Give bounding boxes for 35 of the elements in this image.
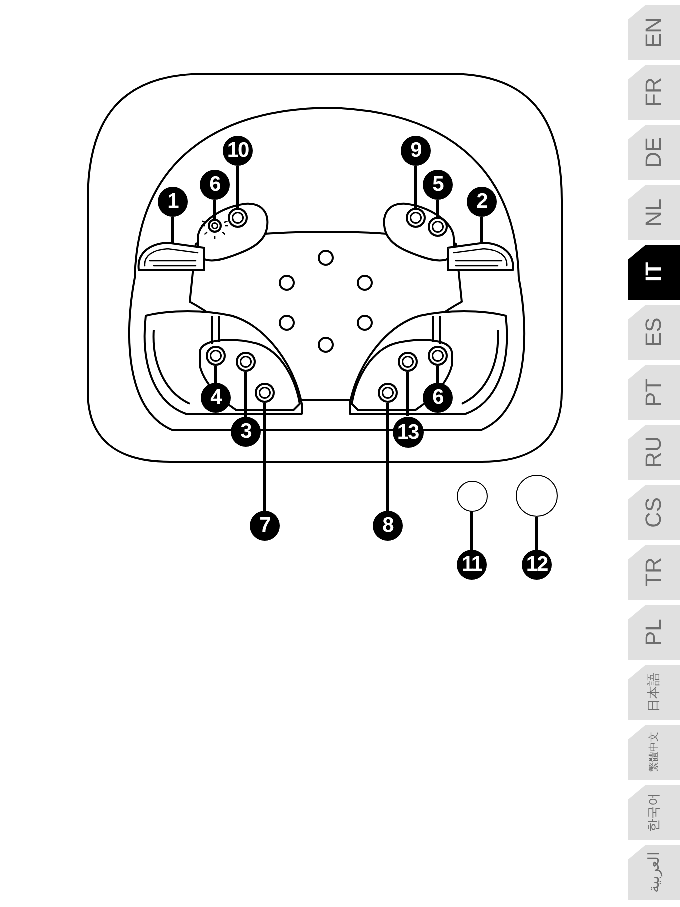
selected-language-tab: IT <box>628 245 680 300</box>
leader-line <box>172 217 174 244</box>
callout-number: 11 <box>457 550 487 580</box>
leader-line <box>436 200 440 217</box>
language-tab: CS <box>628 485 680 540</box>
language-tab: 繁體中文 <box>628 725 680 780</box>
language-tab: 日本語 <box>628 665 680 720</box>
round-button <box>516 475 558 517</box>
leader-line <box>214 200 216 219</box>
callout-number: 12 <box>522 550 552 580</box>
shift-paddle <box>446 240 516 272</box>
leader-line <box>264 403 266 511</box>
leader-line <box>536 517 538 550</box>
leader-line <box>406 372 410 416</box>
language-tab: EN <box>628 5 680 60</box>
language-tab: PT <box>628 365 680 420</box>
language-tab: 한국어 <box>628 785 680 840</box>
language-tab: ES <box>628 305 680 360</box>
language-tab: PL <box>628 605 680 660</box>
leader-line <box>236 166 240 208</box>
leader-line <box>480 217 484 244</box>
round-button <box>456 480 488 512</box>
leader-line <box>386 403 390 511</box>
language-tab: FR <box>628 65 680 120</box>
leader-line <box>214 366 218 383</box>
language-tab: NL <box>628 185 680 240</box>
language-tab: TR <box>628 545 680 600</box>
leader-line <box>414 166 418 208</box>
leader-line <box>436 366 440 383</box>
language-tab: العربية <box>628 845 680 900</box>
callout-number: 8 <box>373 511 403 541</box>
leader-line <box>470 512 474 550</box>
language-tab: DE <box>628 125 680 180</box>
callout-number: 7 <box>250 511 280 541</box>
language-tab: RU <box>628 425 680 480</box>
